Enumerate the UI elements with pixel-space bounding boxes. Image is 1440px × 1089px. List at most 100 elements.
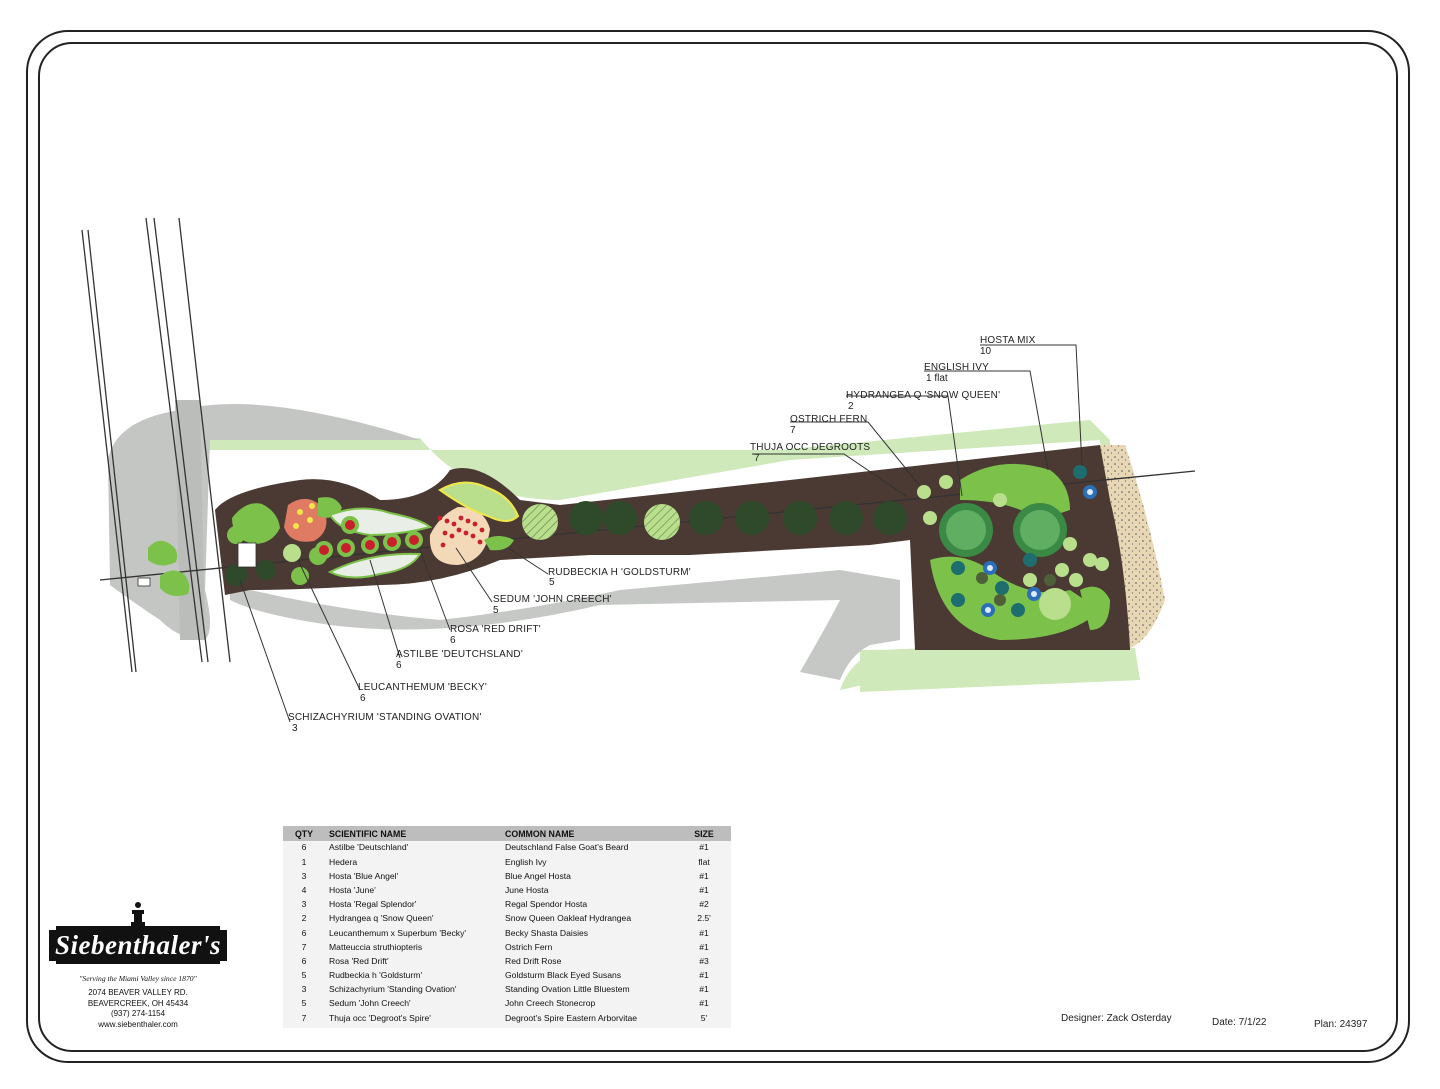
walk-lower	[230, 570, 900, 680]
daisy-dot	[437, 515, 443, 521]
lawn-right-bottom	[860, 648, 1140, 692]
daisy-dot	[456, 527, 462, 533]
plan-date: Date: 7/1/22	[1212, 1017, 1267, 1028]
label-ostrich-qty: 7	[790, 425, 796, 436]
label-hydrangea: HYDRANGEA Q 'SNOW QUEEN'	[846, 390, 1000, 401]
cell-common: Becky Shasta Daisies	[505, 927, 589, 938]
inner-border	[38, 42, 1398, 1052]
hosta-june	[951, 561, 965, 575]
cell-common: Red Drift Rose	[505, 955, 562, 966]
cell-size: #2	[699, 899, 709, 910]
lawn-area	[118, 420, 1120, 690]
cell-qty: 6	[301, 842, 307, 853]
daisy-dot	[470, 533, 476, 539]
header-qty: QTY	[283, 826, 325, 841]
company-website: www.siebenthaler.com	[98, 1019, 178, 1029]
cell-qty: 3	[301, 899, 307, 910]
cell-scientific: Hydrangea q 'Snow Queen'	[329, 913, 434, 924]
cell-qty: 5	[301, 970, 307, 981]
label-ivy: ENGLISH IVY	[924, 362, 989, 373]
arborvitae-hatch	[829, 501, 863, 535]
label-leucanthemum: LEUCANTHEMUM 'BECKY'	[358, 682, 487, 693]
ostrich-fern-hatch	[644, 504, 680, 540]
logo-banner: Siebenthaler's	[48, 926, 228, 964]
cell-size: flat	[698, 856, 710, 867]
cell-size: #1	[699, 998, 709, 1009]
hosta-center	[985, 607, 991, 613]
rose-bloom	[345, 520, 355, 530]
cell-scientific: Thuja occ 'Degroot's Spire'	[329, 1012, 431, 1023]
cell-qty: 3	[301, 984, 307, 995]
rose-bloom	[341, 543, 351, 553]
label-ivy-qty: 1 flat	[926, 373, 948, 384]
label-hosta: HOSTA MIX	[980, 335, 1036, 346]
cell-scientific: Matteuccia struthiopteris	[329, 941, 423, 952]
hosta-center	[987, 565, 993, 571]
cell-qty: 6	[301, 927, 307, 938]
daisy-dot	[442, 530, 448, 536]
arborvitae-hatch	[603, 501, 637, 535]
label-schizachyrium-qty: 3	[292, 723, 298, 734]
label-astilbe: ASTILBE 'DEUTCHSLAND'	[396, 649, 523, 660]
daisy-dot	[479, 527, 485, 533]
cell-size: #1	[699, 984, 709, 995]
cell-size: #1	[699, 970, 709, 981]
label-thuja-qty: 7	[754, 453, 760, 464]
hosta-june	[1023, 553, 1037, 567]
large-shrub	[1039, 588, 1071, 620]
cell-qty: 4	[301, 884, 307, 895]
label-rudbeckia-qty: 5	[549, 577, 555, 588]
arborvitae-hatch	[735, 501, 769, 535]
label-thuja: THUJA OCC DEGROOTS	[750, 442, 870, 453]
daisy-dot	[440, 542, 446, 548]
label-hosta-qty: 10	[980, 346, 992, 357]
schedule-row: 3 Hosta 'Regal Splendor' Regal Spendor Hos…	[283, 898, 731, 912]
fern	[923, 511, 937, 525]
red-drift-roses	[315, 516, 423, 559]
cell-size: #3	[699, 955, 709, 966]
cell-size: #1	[699, 941, 709, 952]
fern	[1063, 537, 1077, 551]
designer-info: Designer: Zack Osterday	[1061, 1013, 1172, 1024]
cell-qty: 3	[301, 870, 307, 881]
cell-common: Blue Angel Hosta	[505, 870, 571, 881]
cell-common: Deutschland False Goat's Beard	[505, 842, 629, 853]
fern	[1083, 553, 1097, 567]
arborvitae-row	[522, 501, 907, 540]
fern	[1055, 563, 1069, 577]
arborvitae-hatch	[873, 501, 907, 535]
cell-scientific: Hosta 'Regal Splendor'	[329, 899, 417, 910]
cell-qty: 7	[301, 1012, 307, 1023]
fern	[1023, 573, 1037, 587]
label-schizachyrium: SCHIZACHYRIUM 'STANDING OVATION'	[288, 712, 482, 723]
astilbe-drift-lower	[327, 552, 422, 579]
fern	[939, 475, 953, 489]
cell-common: Regal Spendor Hosta	[505, 899, 588, 910]
cell-scientific: Hedera	[329, 856, 358, 867]
cell-qty: 5	[301, 998, 307, 1009]
cell-common: English Ivy	[505, 856, 547, 867]
label-hydrangea-qty: 2	[848, 401, 854, 412]
address-line-1: 2074 BEAVER VALLEY RD.	[88, 988, 188, 997]
cell-size: 5'	[700, 1012, 708, 1023]
fern	[1069, 573, 1083, 587]
label-ostrich: OSTRICH FERN	[790, 414, 867, 425]
rose-bloom	[365, 540, 375, 550]
right-bed-plants	[917, 465, 1109, 617]
daisy-dot	[477, 539, 483, 545]
company-phone: (937) 274-1154	[110, 1009, 166, 1018]
label-rosa: ROSA 'RED DRIFT'	[450, 624, 541, 635]
schedule-body: 6 Astilbe 'Deutschland' Deutschland False …	[283, 841, 731, 1025]
daisy-dot	[463, 530, 469, 536]
cell-scientific: Astilbe 'Deutschland'	[329, 842, 409, 853]
company-name: Siebenthaler's	[48, 929, 228, 961]
